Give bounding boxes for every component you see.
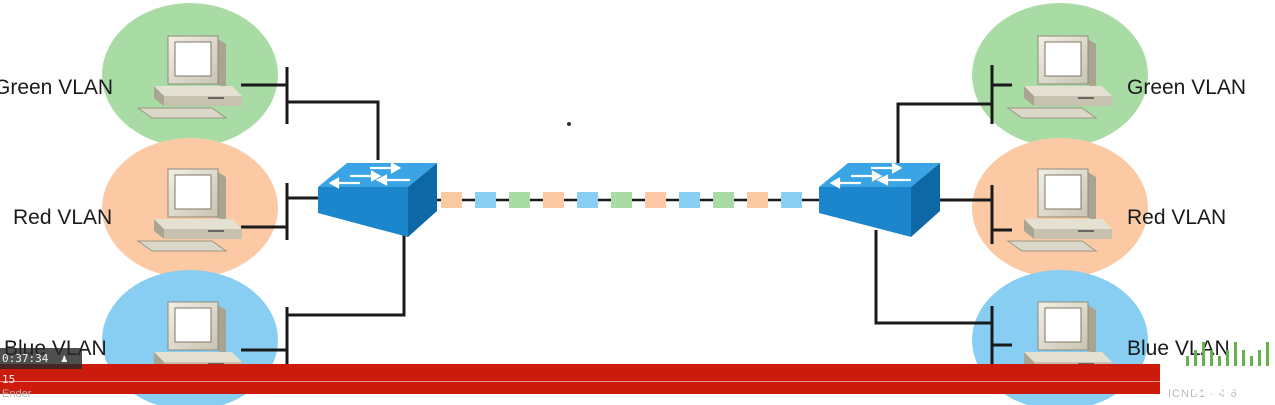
left-red-vlan-label: Red VLAN (13, 206, 113, 229)
trunk-vlan-tag (441, 192, 462, 208)
right-red-vlan-label: Red VLAN (1127, 206, 1227, 229)
trunk-vlan-tag (781, 192, 802, 208)
right-cabling (874, 65, 1012, 364)
cisco-wordmark: CISCO (1192, 374, 1274, 401)
trunk-vlan-tag (611, 192, 632, 208)
right-green-vlan-label: Green VLAN (1127, 76, 1247, 99)
viewer-count: 15 (2, 373, 16, 386)
slide-number: ICND1 - 4-6 (1168, 388, 1238, 400)
left-cabling (241, 67, 406, 364)
footer-red-band (0, 364, 1160, 394)
left-green-vlan-label: Green VLAN (0, 76, 114, 99)
cisco-logo-icon (1186, 342, 1269, 366)
trunk-vlan-tag (577, 192, 598, 208)
trunk-vlan-tag (747, 192, 768, 208)
computer-icon (136, 35, 242, 119)
footer-left-text: Ender (2, 388, 32, 400)
user-icon: ♟ (60, 352, 68, 365)
computer-icon (1006, 168, 1112, 252)
trunk-vlan-tag (645, 192, 666, 208)
switch-left-icon (318, 162, 437, 237)
elapsed-time: 0:37:34 (2, 352, 49, 365)
computer-icon (1006, 35, 1112, 119)
computer-icon (136, 168, 242, 252)
mouse-cursor (567, 122, 571, 126)
trunk-vlan-tag (509, 192, 530, 208)
trunk-vlan-tag (679, 192, 700, 208)
footer-divider (0, 381, 1275, 382)
trunk-vlan-tag (713, 192, 734, 208)
trunk-link (437, 192, 820, 208)
trunk-vlan-tag (475, 192, 496, 208)
switch-right-icon (819, 162, 940, 237)
video-overlay-bar: 0:37:34 ♟ 15 (0, 348, 82, 386)
trunk-vlan-tag (543, 192, 564, 208)
